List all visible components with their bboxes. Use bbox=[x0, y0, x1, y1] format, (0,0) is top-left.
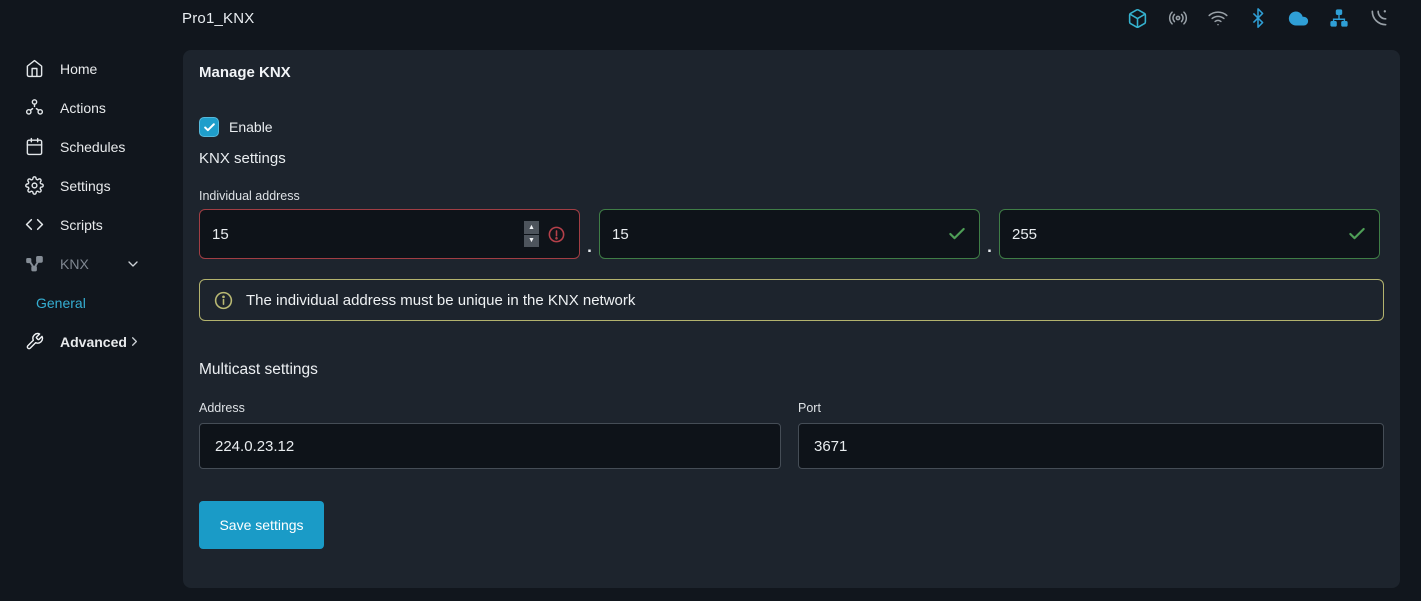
sidebar-item-label: Actions bbox=[60, 99, 106, 116]
knx-icon bbox=[25, 254, 44, 273]
gear-icon bbox=[25, 176, 44, 195]
error-icon bbox=[547, 225, 567, 244]
spinner-down-button[interactable]: ▼ bbox=[524, 234, 539, 247]
sidebar-item-actions[interactable]: Actions bbox=[0, 88, 181, 127]
chevron-down-icon bbox=[125, 256, 141, 272]
wrench-icon bbox=[25, 332, 44, 351]
octet-input-2[interactable] bbox=[612, 225, 939, 243]
broadcast-icon bbox=[1168, 8, 1188, 28]
calendar-icon bbox=[25, 137, 44, 156]
sidebar-item-label: Home bbox=[60, 60, 98, 77]
multicast-port-input[interactable] bbox=[798, 423, 1384, 469]
enable-label: Enable bbox=[229, 119, 273, 135]
status-icons bbox=[1127, 8, 1389, 29]
address-label: Address bbox=[199, 401, 245, 415]
bluetooth-icon bbox=[1248, 8, 1268, 28]
multicast-labels: Address Port bbox=[199, 401, 1384, 415]
number-spinner: ▲ ▼ bbox=[524, 221, 539, 247]
info-icon bbox=[213, 290, 234, 311]
port-label: Port bbox=[798, 401, 821, 415]
spinner-up-button[interactable]: ▲ bbox=[524, 221, 539, 234]
octet-input-3[interactable] bbox=[1012, 225, 1339, 243]
octet-input-1[interactable] bbox=[212, 225, 516, 243]
address-separator: . bbox=[587, 237, 592, 256]
individual-address-label: Individual address bbox=[199, 189, 300, 203]
check-icon bbox=[203, 122, 215, 131]
octet-field-1: ▲ ▼ bbox=[199, 209, 580, 259]
sidebar-item-label: KNX bbox=[60, 255, 89, 272]
sidebar-item-general[interactable]: General bbox=[0, 283, 181, 322]
enable-checkbox[interactable] bbox=[199, 117, 219, 137]
sidebar: Home Actions Schedules Settings Scripts … bbox=[0, 36, 181, 601]
sidebar-item-label: Advanced bbox=[60, 333, 127, 350]
sidebar-item-label: General bbox=[36, 294, 86, 311]
enable-row: Enable bbox=[199, 117, 1384, 137]
knx-settings-heading: KNX settings bbox=[199, 150, 286, 167]
sidebar-item-advanced[interactable]: Advanced bbox=[0, 322, 181, 361]
page-title: Pro1_KNX bbox=[182, 9, 255, 27]
individual-address-row: ▲ ▼ . . bbox=[199, 209, 1384, 259]
signal-icon bbox=[1369, 8, 1389, 28]
actions-icon bbox=[25, 98, 44, 117]
sidebar-item-home[interactable]: Home bbox=[0, 49, 181, 88]
address-separator: . bbox=[987, 237, 992, 256]
sidebar-item-label: Schedules bbox=[60, 138, 126, 155]
sidebar-item-knx[interactable]: KNX bbox=[0, 244, 181, 283]
info-banner: The individual address must be unique in… bbox=[199, 279, 1384, 321]
multicast-fields-row bbox=[199, 423, 1384, 469]
multicast-settings-heading: Multicast settings bbox=[199, 361, 318, 378]
valid-check-icon bbox=[947, 224, 967, 244]
cloud-icon bbox=[1288, 8, 1309, 29]
chevron-right-icon bbox=[127, 334, 142, 349]
save-settings-button[interactable]: Save settings bbox=[199, 501, 324, 549]
info-banner-text: The individual address must be unique in… bbox=[246, 291, 636, 309]
valid-check-icon bbox=[1347, 224, 1367, 244]
octet-field-2 bbox=[599, 209, 980, 259]
sidebar-item-settings[interactable]: Settings bbox=[0, 166, 181, 205]
topbar: Pro1_KNX bbox=[0, 0, 1421, 36]
home-icon bbox=[25, 59, 44, 78]
sidebar-item-label: Settings bbox=[60, 177, 111, 194]
multicast-address-input[interactable] bbox=[199, 423, 781, 469]
sidebar-item-schedules[interactable]: Schedules bbox=[0, 127, 181, 166]
sidebar-item-label: Scripts bbox=[60, 216, 103, 233]
code-icon bbox=[25, 215, 44, 234]
package-cube-icon bbox=[1127, 8, 1148, 29]
octet-field-3 bbox=[999, 209, 1380, 259]
wifi-icon bbox=[1208, 8, 1228, 28]
network-icon bbox=[1329, 8, 1349, 28]
panel-title: Manage KNX bbox=[199, 64, 291, 81]
manage-knx-panel: Manage KNX Enable KNX settings Individua… bbox=[183, 50, 1400, 588]
sidebar-item-scripts[interactable]: Scripts bbox=[0, 205, 181, 244]
